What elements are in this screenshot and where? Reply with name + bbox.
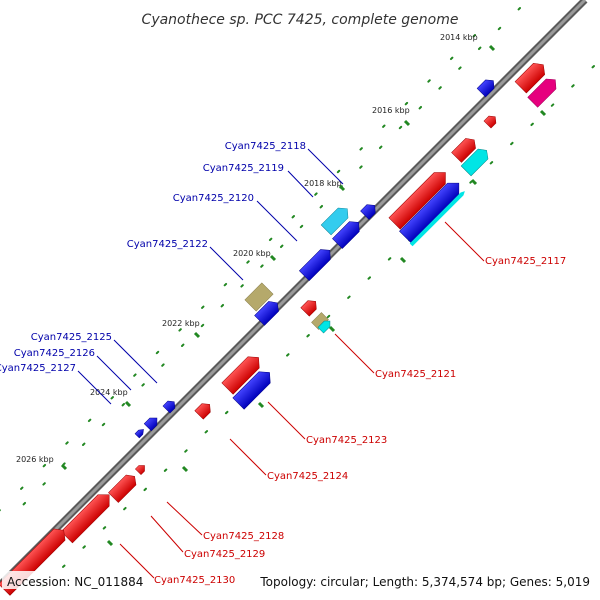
reverse-gene-labels: Cyan7425_2118 Cyan7425_2119 Cyan7425_212… (0, 141, 306, 374)
gene-label[interactable]: Cyan7425_2118 (225, 141, 306, 152)
gene-label[interactable]: Cyan7425_2126 (14, 348, 95, 359)
tick-label-2024: 2024 kbp (90, 388, 128, 397)
gene-feature[interactable] (451, 135, 480, 163)
gene-label[interactable]: Cyan7425_2121 (375, 369, 456, 380)
gene-label[interactable]: Cyan7425_2119 (203, 163, 284, 174)
gene-feature-2123[interactable] (232, 367, 275, 410)
reverse-strand-features (134, 76, 498, 439)
accession-text: Accession: NC_011884 (7, 575, 143, 589)
gene-label[interactable]: Cyan7425_2117 (485, 256, 566, 267)
tick-label-2016: 2016 kbp (372, 106, 410, 115)
forward-gene-labels: Cyan7425_2117 Cyan7425_2121 Cyan7425_212… (154, 256, 566, 586)
gene-label[interactable]: Cyan7425_2120 (173, 193, 254, 204)
gene-feature[interactable] (409, 190, 467, 247)
footer-backdrop-left (2, 571, 120, 589)
genome-backbone (0, 0, 588, 588)
gene-feature[interactable] (460, 145, 491, 177)
gene-feature-2117[interactable] (399, 177, 464, 243)
tick-label-2018: 2018 kbp (304, 179, 342, 188)
gene-feature-2123-red[interactable] (221, 352, 264, 395)
map-title: Cyanothece sp. PCC 7425, complete genome (142, 12, 459, 28)
gene-feature-2118[interactable] (320, 204, 352, 236)
gene-label[interactable]: Cyan7425_2128 (203, 531, 284, 542)
tick-labels: 2014 kbp 2016 kbp 2018 kbp 2020 kbp 2022… (16, 33, 478, 464)
gene-feature-2127[interactable] (134, 427, 146, 439)
gene-feature-2129[interactable] (108, 471, 139, 503)
gene-feature-2125[interactable] (162, 398, 178, 414)
gene-feature[interactable] (514, 59, 549, 94)
gene-label[interactable]: Cyan7425_2129 (184, 549, 265, 560)
tick-label-2020: 2020 kbp (233, 249, 271, 258)
gene-label[interactable]: Cyan7425_2127 (0, 363, 76, 374)
gene-feature-2121[interactable] (300, 297, 320, 317)
tick-label-2014: 2014 kbp (440, 33, 478, 42)
genome-summary-text: Topology: circular; Length: 5,374,574 bp… (259, 575, 590, 589)
gene-feature[interactable] (476, 76, 498, 98)
dotted-guides (0, 7, 595, 600)
gene-feature-2117-red[interactable] (388, 167, 451, 230)
tick-label-2022: 2022 kbp (162, 319, 200, 328)
gene-feature-2119[interactable] (332, 217, 363, 249)
gene-feature-2126[interactable] (143, 415, 160, 432)
forward-callouts (119, 221, 485, 579)
gene-feature-2130[interactable] (60, 489, 115, 544)
gene-label[interactable]: Cyan7425_2130 (154, 575, 235, 586)
gene-feature[interactable] (483, 113, 499, 129)
gene-label[interactable]: Cyan7425_2124 (267, 471, 348, 482)
tick-marks (60, 44, 547, 547)
gene-label[interactable]: Cyan7425_2125 (31, 332, 112, 343)
gene-feature[interactable] (360, 201, 379, 220)
gene-feature[interactable] (317, 318, 333, 334)
gene-feature-2124[interactable] (194, 400, 214, 420)
gene-label[interactable]: Cyan7425_2123 (306, 435, 387, 446)
reverse-callouts (77, 148, 344, 405)
gene-feature-2128[interactable] (134, 463, 147, 476)
forward-strand-features (0, 59, 561, 596)
gene-feature[interactable] (527, 75, 561, 108)
gene-feature-2120[interactable] (298, 245, 334, 282)
tick-label-2026: 2026 kbp (16, 455, 54, 464)
gene-feature[interactable] (254, 298, 283, 326)
gene-feature-2122[interactable] (244, 282, 274, 312)
gene-label[interactable]: Cyan7425_2122 (127, 239, 208, 250)
